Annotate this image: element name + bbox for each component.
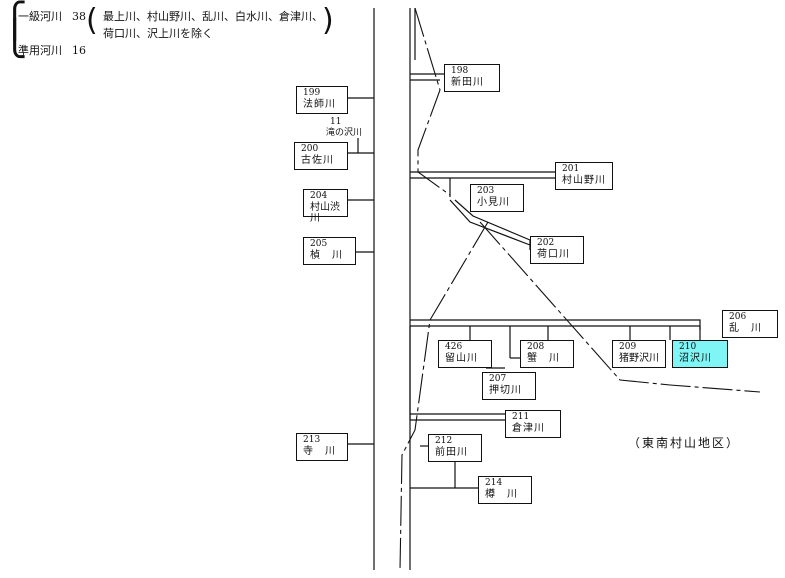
- legend-left-bracket-lower: ⎩: [2, 19, 28, 59]
- river-box-199[interactable]: 199 法師川: [296, 86, 348, 114]
- river-box-210-highlighted[interactable]: 210 沼沢川: [672, 340, 728, 368]
- river-box-214[interactable]: 214 樽 川: [478, 476, 532, 504]
- river-box-203[interactable]: 203 小見川: [470, 184, 524, 212]
- river-box-204[interactable]: 204 村山渋川: [303, 189, 348, 224]
- takinosawa-name: 滝の沢川: [326, 128, 363, 138]
- river-box-213[interactable]: 213 寺 川: [296, 433, 348, 461]
- legend-left-bracket: ⎧: [2, 1, 28, 41]
- legend-note-line2: 荷口川、沢上川を除く: [103, 27, 213, 40]
- area-label: （東南村山地区）: [628, 436, 741, 450]
- river-box-205[interactable]: 205 楨 川: [303, 237, 356, 265]
- legend-class2-count: 16: [72, 44, 86, 57]
- dash-north: [414, 7, 451, 196]
- legend-class1-count: 38: [72, 10, 86, 23]
- river-box-426[interactable]: 426 留山川: [438, 340, 492, 368]
- river-box-207[interactable]: 207 押切川: [482, 372, 536, 400]
- legend-class2-label: 準用河川: [18, 44, 62, 57]
- river-box-211[interactable]: 211 倉津川: [505, 410, 561, 438]
- dash-southwest: [399, 221, 489, 571]
- river-box-202[interactable]: 202 荷口川: [530, 236, 584, 264]
- river-box-201[interactable]: 201 村山野川: [555, 162, 613, 190]
- legend-note-close-paren: ): [322, 3, 334, 38]
- river-box-209[interactable]: 209 猪野沢川: [612, 340, 666, 368]
- river-box-206[interactable]: 206 乱 川: [722, 310, 778, 338]
- river-box-212[interactable]: 212 前田川: [428, 434, 482, 462]
- legend-class1-label: 一級河川: [18, 10, 62, 23]
- river-box-208[interactable]: 208 蟹 川: [520, 340, 574, 368]
- box206-frame: [410, 319, 701, 330]
- takinosawa-number: 11: [330, 117, 342, 127]
- dash-diagonal: [479, 221, 761, 393]
- legend-note-open-paren: (: [86, 3, 98, 38]
- river-box-198[interactable]: 198 新田川: [444, 64, 500, 92]
- river-box-200[interactable]: 200 古佐川: [294, 142, 348, 170]
- legend-note-line1: 最上川、村山野川、乱川、白水川、倉津川、: [103, 10, 323, 23]
